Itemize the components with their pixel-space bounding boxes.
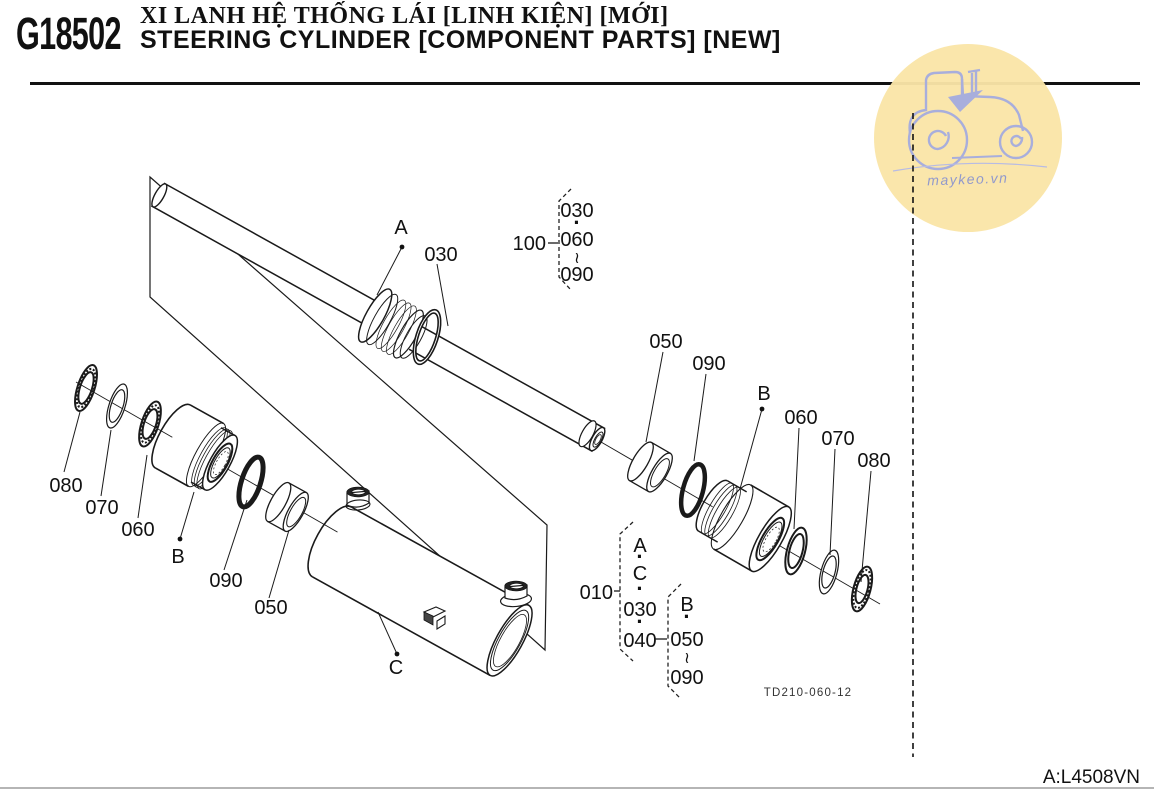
part-bushing-050-right: [627, 441, 673, 493]
callout-060-left: 060: [121, 519, 154, 541]
callout-070-right: 070: [821, 428, 854, 450]
page-ref: A:L4508VN: [1043, 767, 1140, 788]
page-code: G18502: [16, 8, 121, 59]
header-rule: [30, 82, 1140, 85]
barrel-port-front: [499, 580, 533, 608]
callout-050-right: 050: [649, 331, 682, 353]
callout-rod-a: A: [394, 217, 408, 239]
group-010-item: C: [633, 563, 647, 585]
group-100-range-sep: ≀: [574, 248, 580, 267]
plane-outline: [149, 175, 548, 652]
barrel-clamp: [422, 606, 447, 630]
group-100-item: 060: [560, 229, 593, 251]
leader-dots: [177, 244, 765, 657]
group-010-sep: ·: [636, 609, 643, 634]
group-100-sep: ·: [573, 210, 580, 235]
group-010b-sep: ·: [683, 604, 690, 629]
page-title-block: XI LANH HỆ THỐNG LÁI [LINH KIỆN] [MỚI] S…: [140, 4, 781, 54]
drawing-number: TD210-060-12: [764, 687, 853, 699]
callout-060-right: 060: [784, 407, 817, 429]
group-100-item: 030: [560, 200, 593, 222]
callout-050-left: 050: [254, 597, 287, 619]
callout-080-left: 080: [49, 475, 82, 497]
group-010b-item: 090: [670, 667, 703, 689]
callout-090-right: 090: [692, 353, 725, 375]
page-title-english: STEERING CYLINDER [COMPONENT PARTS] [NEW…: [140, 26, 781, 55]
group-010-item: 040: [623, 630, 656, 652]
part-seal-080-left: [74, 364, 98, 412]
page-title-vietnamese: XI LANH HỆ THỐNG LÁI [LINH KIỆN] [MỚI]: [140, 3, 669, 29]
group-010b-item: B: [680, 594, 693, 616]
part-oring-090-right: [678, 462, 708, 518]
group-100: 100 030 · 060 ≀ 090: [513, 188, 594, 291]
part-barrel-c: [307, 505, 533, 677]
callout-gland-b-left: B: [171, 546, 184, 568]
group-010b-item: 050: [670, 629, 703, 651]
callout-090-left: 090: [209, 570, 242, 592]
part-gland-b-right: [695, 479, 793, 573]
part-ring-070-left: [106, 383, 128, 429]
callout-gland-b-right: B: [757, 383, 770, 405]
callout-barrel-c: C: [389, 657, 403, 679]
group-100-label: 100: [513, 233, 546, 255]
callout-030-top: 030: [424, 244, 457, 266]
group-010-item: 030: [623, 599, 656, 621]
group-100-item: 090: [560, 264, 593, 286]
watermark: maykeo.vn: [874, 44, 1062, 232]
part-piston-rod: [150, 182, 606, 453]
part-ring-070-right: [818, 549, 840, 595]
group-010-item: A: [633, 535, 647, 557]
part-seal-060-right: [784, 526, 808, 576]
group-010: 010 A · C · 030 · 040 B · 050 ≀ 090: [580, 521, 704, 700]
part-oring-090-left: [236, 454, 266, 510]
group-010b-range-sep: ≀: [684, 648, 690, 667]
bottom-rule: [0, 787, 1154, 789]
part-seal-060-left: [138, 400, 162, 448]
part-gland-b-left: [151, 403, 239, 491]
callout-070-left: 070: [85, 497, 118, 519]
watermark-site-text: maykeo.vn: [927, 170, 1009, 189]
part-bushing-050-left: [265, 481, 309, 533]
group-010-label: 010: [580, 582, 613, 604]
group-010-sep: ·: [636, 576, 643, 601]
leader-lines: [63, 246, 872, 655]
group-010-sep: ·: [636, 544, 643, 569]
callout-080-right: 080: [857, 450, 890, 472]
barrel-port-rear: [345, 486, 371, 511]
tractor-icon: [892, 68, 1048, 172]
part-oring-030-top: [412, 308, 442, 366]
